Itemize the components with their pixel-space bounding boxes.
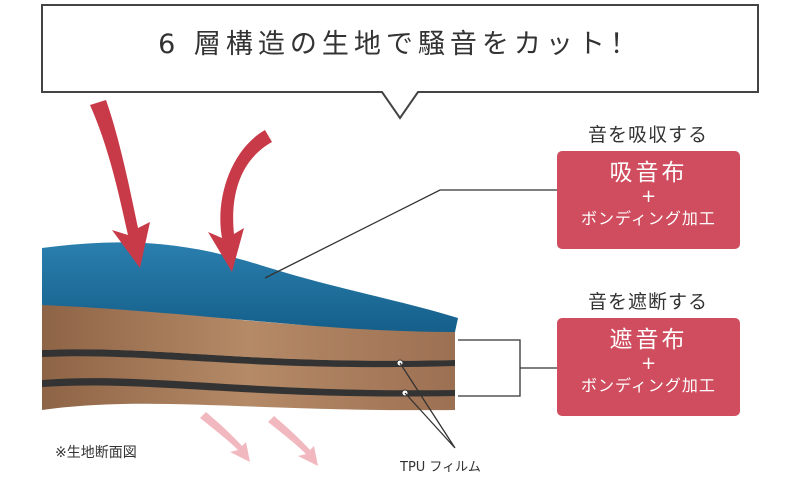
tpu-film-2 xyxy=(42,378,455,397)
blue-absorb-layer xyxy=(42,242,458,332)
leader-line-absorb xyxy=(264,189,557,279)
tpu-leader xyxy=(399,362,456,449)
bracket-line-block xyxy=(458,339,521,397)
tpu-film-label: TPU フィルム xyxy=(400,460,481,475)
sound-arrow-icon xyxy=(90,100,150,268)
cross-section-note: ※生地断面図 xyxy=(55,445,137,461)
block-box: 遮音布 + ボンディング加工 xyxy=(557,318,740,416)
block-material: 遮音布 xyxy=(609,327,688,353)
absorb-plus: + xyxy=(640,186,657,207)
block-plus: + xyxy=(640,353,657,374)
headline: 6 層構造の生地で騒音をカット！ xyxy=(158,29,642,60)
absorb-material: 吸音布 xyxy=(609,160,688,186)
faded-sound-arrow-icon xyxy=(268,416,318,466)
absorb-heading: 音を吸収する xyxy=(587,124,708,146)
absorb-box: 吸音布 + ボンディング加工 xyxy=(557,151,740,249)
wood-layer-1 xyxy=(42,300,455,361)
absorb-process: ボンディング加工 xyxy=(581,209,716,228)
speech-bubble xyxy=(41,4,759,120)
block-heading: 音を遮断する xyxy=(587,291,708,313)
block-process: ボンディング加工 xyxy=(581,376,716,395)
tpu-film-1 xyxy=(42,349,455,368)
faded-sound-arrow-icon xyxy=(200,412,250,462)
sound-arrow-icon xyxy=(208,130,272,272)
